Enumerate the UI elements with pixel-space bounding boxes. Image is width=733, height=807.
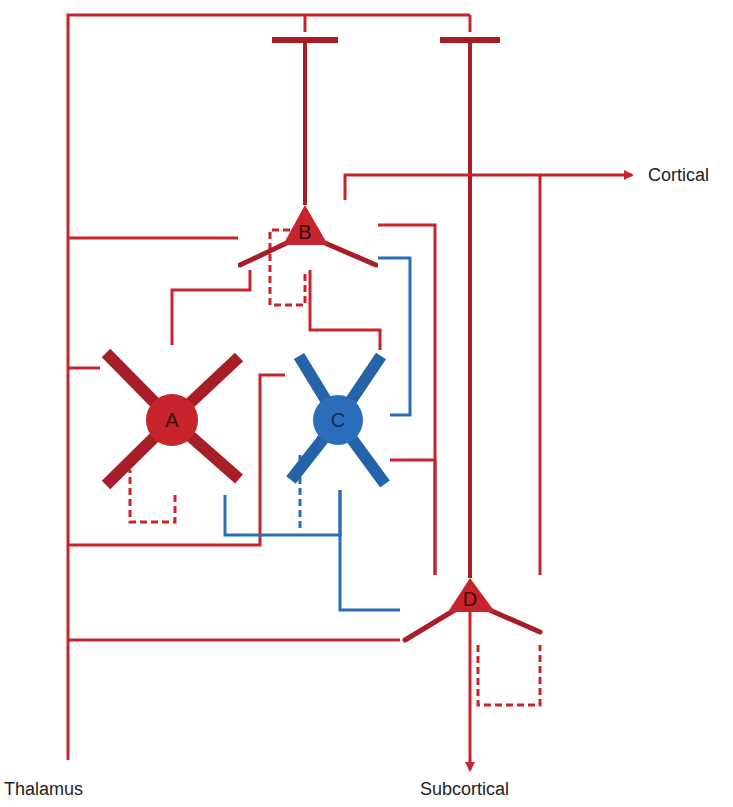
axon-line	[340, 490, 400, 610]
neuron-pyramidal: B	[238, 200, 378, 270]
synaptic-connection	[225, 490, 340, 535]
synaptic-connection	[310, 270, 380, 350]
neuron-label: A	[160, 408, 184, 432]
axon-line	[172, 270, 250, 345]
synaptic-connection	[340, 490, 400, 610]
axon-line	[390, 460, 435, 575]
neuron-label: B	[293, 220, 317, 244]
pathway-label: Cortical	[646, 164, 711, 186]
synaptic-connection	[390, 460, 435, 575]
synaptic-connection	[172, 270, 250, 345]
neuron-label: C	[326, 408, 350, 432]
synaptic-connection	[378, 258, 410, 415]
axon-line	[310, 270, 380, 350]
pathway-label: Subcortical	[418, 778, 511, 800]
neuron-label: D	[458, 587, 482, 611]
axon-line	[378, 258, 410, 415]
pathway-label: Thalamus	[2, 778, 85, 800]
axon-line	[225, 490, 340, 535]
neuron-stellate: A	[100, 345, 245, 495]
neuron-pyramidal: D	[400, 575, 545, 645]
axon-line	[378, 225, 435, 575]
neuron-stellate: C	[285, 350, 390, 490]
synaptic-connection	[378, 225, 435, 575]
